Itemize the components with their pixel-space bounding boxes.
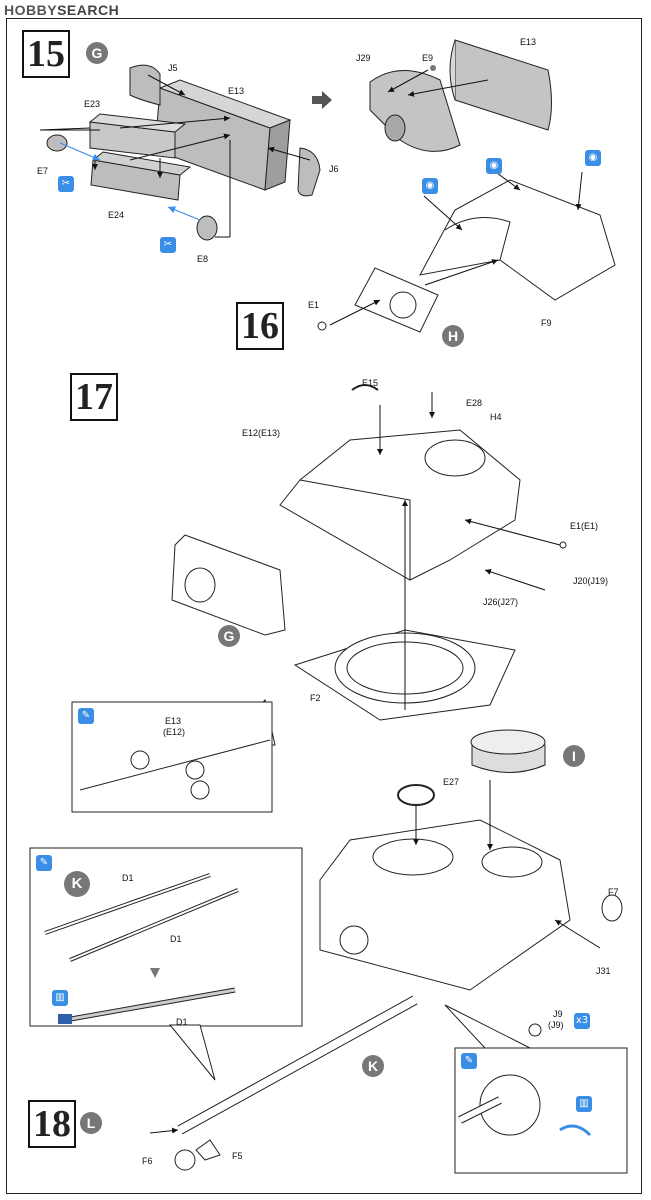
subassembly-marker-g: G <box>86 42 108 64</box>
part-label-j31: J31 <box>596 966 611 976</box>
part-label-j29: J29 <box>356 53 371 63</box>
part-label-e1-e1: E1(E1) <box>570 521 599 531</box>
part-label-d1-c: D1 <box>176 1017 188 1027</box>
watermark: HOBBYSEARCH <box>4 2 119 18</box>
part-label-j5: J5 <box>168 63 178 73</box>
part-label-h4: H4 <box>490 412 502 422</box>
subassembly-marker-g-2: G <box>218 625 240 647</box>
part-label-e13-right: E13 <box>520 37 537 47</box>
step-number-18: 18 <box>28 1100 76 1148</box>
paint-icon: ▥ <box>52 990 68 1006</box>
part-label-e23: E23 <box>84 99 101 109</box>
part-label-e1: E1 <box>308 300 320 310</box>
glue-icon: ✂ <box>160 237 176 253</box>
part-label-e27: E27 <box>443 777 460 787</box>
part-label-f6: F6 <box>142 1156 153 1166</box>
paint-icon: ✎ <box>461 1053 477 1069</box>
paint-icon: ✎ <box>78 708 94 724</box>
part-label-j26-j27: J26(J27) <box>483 597 519 607</box>
subassembly-marker-h: H <box>442 325 464 347</box>
watermark-brand: HOBBY <box>4 2 58 18</box>
part-label-e9: E9 <box>422 53 434 63</box>
paint-icon: ✎ <box>36 855 52 871</box>
part-label-j6: J6 <box>329 164 339 174</box>
paint-icon: ▥ <box>576 1096 592 1112</box>
part-label-j9: J9 <box>553 1009 563 1019</box>
glue-icon: ✂ <box>58 176 74 192</box>
quantity-badge: x3 <box>574 1013 590 1029</box>
subassembly-marker-i: I <box>563 745 585 767</box>
subassembly-marker-l: L <box>80 1112 102 1134</box>
part-label-e13: E13 <box>228 86 245 96</box>
step-number-16: 16 <box>236 302 284 350</box>
part-label-f2: F2 <box>310 693 321 703</box>
part-label-j9-alt: (J9) <box>548 1020 564 1030</box>
part-label-f7: F7 <box>608 887 619 897</box>
step-number-15: 15 <box>22 30 70 78</box>
cement-icon: ◉ <box>486 158 502 174</box>
part-label-f9: F9 <box>541 318 552 328</box>
part-label-e7: E7 <box>37 166 49 176</box>
step-number-17: 17 <box>70 373 118 421</box>
part-label-d1-b: D1 <box>170 934 182 944</box>
watermark-suffix: SEARCH <box>57 2 120 18</box>
part-label-e28: E28 <box>466 398 483 408</box>
page-frame <box>6 18 642 1194</box>
cement-icon: ◉ <box>422 178 438 194</box>
part-label-e8: E8 <box>197 254 209 264</box>
part-label-e12-e13: E12(E13) <box>242 428 281 438</box>
part-label-d1-a: D1 <box>122 873 134 883</box>
cement-icon: ◉ <box>585 150 601 166</box>
part-label-e15: E15 <box>362 378 379 388</box>
callout-label-e12: (E12) <box>163 727 186 737</box>
part-label-f5: F5 <box>232 1151 243 1161</box>
callout-label-e13: E13 <box>165 716 182 726</box>
part-label-e24: E24 <box>108 210 125 220</box>
subassembly-marker-k: K <box>64 871 90 897</box>
part-label-j20-j19: J20(J19) <box>573 576 609 586</box>
subassembly-marker-k-2: K <box>362 1055 384 1077</box>
